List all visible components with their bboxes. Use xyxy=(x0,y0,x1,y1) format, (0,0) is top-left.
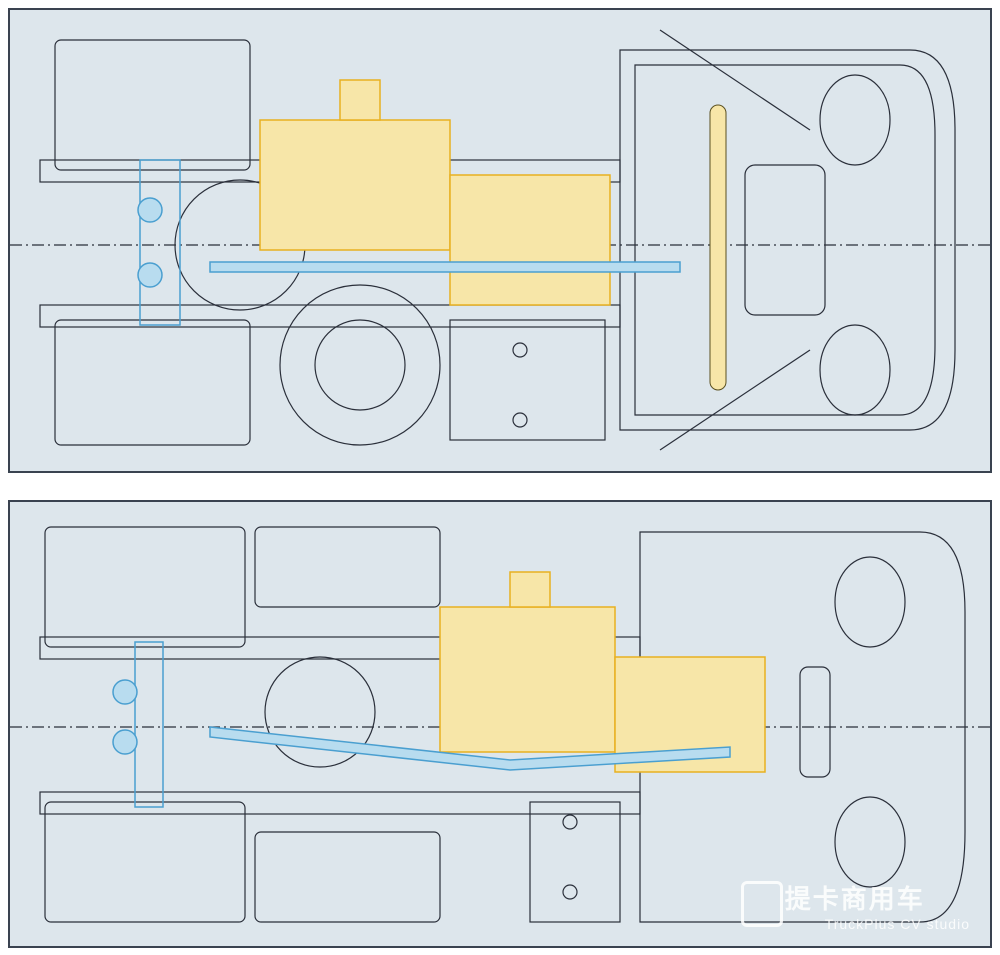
rear-wheel-right xyxy=(54,319,251,446)
chassis-top-svg xyxy=(10,29,990,451)
spare-wheel xyxy=(279,284,441,446)
rear-wheel-left xyxy=(44,526,246,648)
driveshaft xyxy=(112,641,731,808)
engine-assembly xyxy=(259,79,611,306)
watermark-logo-icon xyxy=(740,881,783,927)
watermark-cn: 提卡商用车 xyxy=(784,884,925,914)
cab-outline xyxy=(639,531,966,923)
frame-rail-right xyxy=(39,304,621,328)
cab-outline xyxy=(619,49,956,431)
mid-wheel-right xyxy=(254,831,441,923)
front-axle xyxy=(709,104,727,391)
engine-assembly xyxy=(439,571,766,773)
watermark: 提卡商用车 TruckPlus CV studio xyxy=(740,879,970,932)
chassis-drawing-bottom: 提卡商用车 TruckPlus CV studio xyxy=(8,500,992,948)
rear-wheel-right xyxy=(44,801,246,923)
driveshaft xyxy=(137,159,681,326)
chassis-drawing-top xyxy=(8,8,992,473)
rear-wheel-left xyxy=(54,39,251,171)
chassis-bottom-svg xyxy=(10,526,990,923)
seat xyxy=(744,164,826,316)
battery-box xyxy=(449,319,606,441)
mid-wheel-left xyxy=(254,526,441,608)
watermark-en: TruckPlus CV studio xyxy=(824,916,970,932)
